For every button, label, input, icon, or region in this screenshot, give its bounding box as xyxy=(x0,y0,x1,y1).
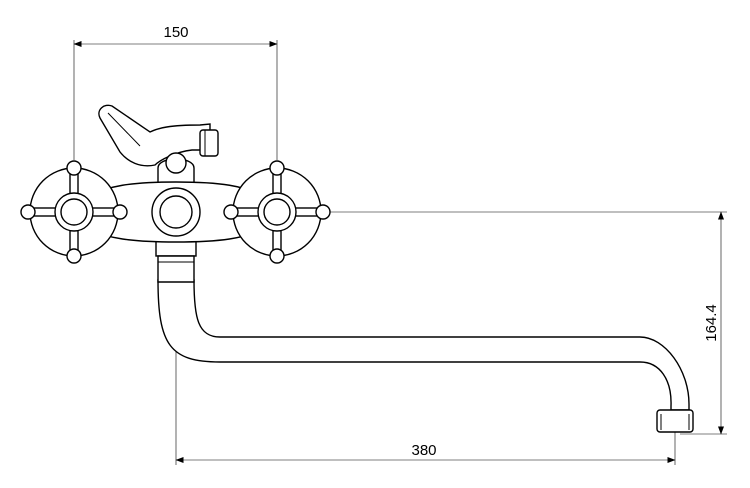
dimension-label-spout-length: 380 xyxy=(411,442,436,459)
left-cross-handle xyxy=(20,160,128,264)
mixer-body xyxy=(89,181,263,243)
diverter-lever xyxy=(98,104,219,167)
spout xyxy=(157,279,694,433)
dimension-label-handle-spacing: 150 xyxy=(163,24,188,41)
dimension-spout-length: 380 xyxy=(175,285,676,465)
spout-outlet xyxy=(656,409,694,433)
dimension-label-spout-height: 164.4 xyxy=(703,304,720,342)
right-cross-handle xyxy=(223,160,331,264)
shower-outlet xyxy=(199,129,219,157)
spout-connector xyxy=(155,239,197,283)
dimension-handle-spacing: 150 xyxy=(73,24,278,160)
